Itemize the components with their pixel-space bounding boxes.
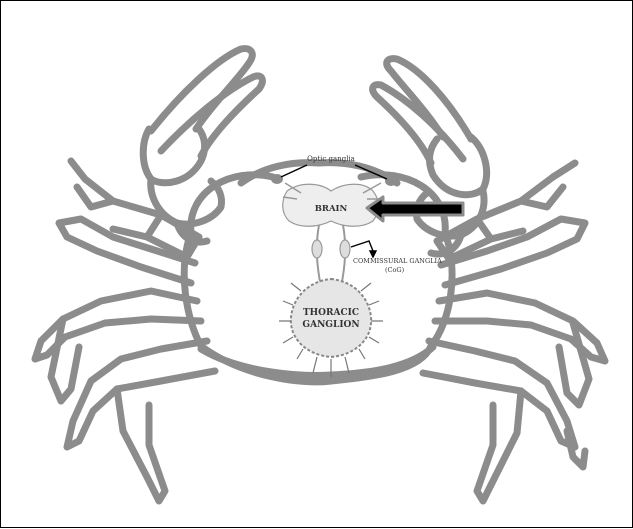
label-optic-ganglia: Optic ganglia xyxy=(307,155,355,163)
thoracic-ganglion-shape xyxy=(291,279,371,357)
cog-leader xyxy=(351,241,373,251)
label-thoracic: THORACIC xyxy=(303,308,359,318)
right-leg-4 xyxy=(423,341,575,447)
left-leg-4 xyxy=(67,341,215,447)
commissural-ganglion-left xyxy=(312,240,322,258)
left-claw-lower-pincer xyxy=(161,76,262,156)
commissural-ganglion-right xyxy=(340,240,350,258)
left-leg-4-tip xyxy=(117,389,165,501)
label-commissural-abbrev: (CoG) xyxy=(385,266,405,274)
right-claw-palm xyxy=(430,137,487,195)
left-eye xyxy=(271,174,283,184)
right-claw-lower-pincer xyxy=(373,85,463,163)
label-commissural-ganglia: COMMISSURAL GANGLIA xyxy=(353,257,442,265)
right-eye xyxy=(385,176,397,186)
circumoesophageal-connectives xyxy=(317,225,345,287)
label-ganglion: GANGLION xyxy=(302,320,359,330)
right-leg-4-tip xyxy=(477,391,521,501)
label-brain: BRAIN xyxy=(315,204,348,214)
